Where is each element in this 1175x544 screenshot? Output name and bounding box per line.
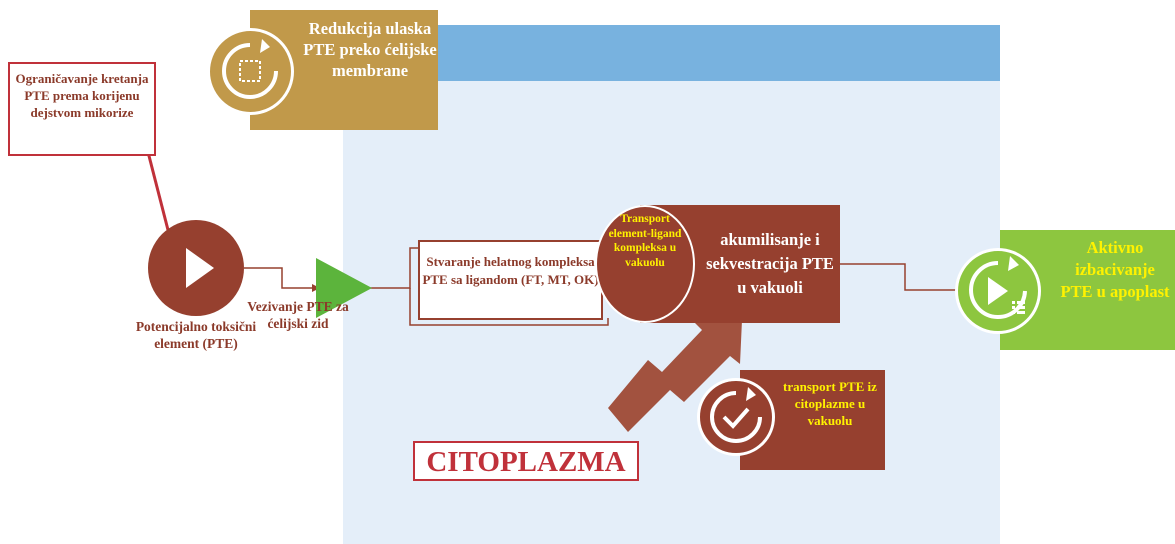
cytoplasm-label: CITOPLAZMA	[426, 446, 626, 478]
accumulation-label: akumilisanje i sekvestracija PTE u vakuo…	[706, 230, 834, 297]
play-icon	[186, 248, 214, 288]
connector-chelate-bracket	[409, 288, 609, 326]
cell-membrane-band	[343, 25, 1000, 81]
vacuole-transport-label: Transport element-ligand kompleksa u vak…	[608, 213, 682, 269]
efflux-label: Aktivno izbacivanje PTE u apoplast	[1060, 238, 1170, 301]
pte-label: Potencijalno toksični element (PTE)	[135, 319, 257, 351]
chelate-box	[418, 240, 603, 320]
cell-wall-binding-label: Vezivanje PTE za ćelijski zid	[247, 299, 349, 331]
efflux-circle	[955, 248, 1041, 334]
zigzag-arrow-icon	[608, 320, 742, 432]
connector-pte-to-wall	[244, 267, 312, 289]
transport-circle	[595, 205, 695, 323]
cycle-check-icon	[710, 387, 762, 443]
connector-wall-to-chelate	[370, 247, 420, 289]
reduction-label: Redukcija ulaska PTE preko ćelijske memb…	[303, 19, 437, 80]
cytoplasm-box	[413, 441, 639, 481]
connector-limit-to-pte	[146, 151, 170, 231]
cycle-dotted-square-icon	[222, 39, 278, 99]
pte-circle	[148, 220, 244, 316]
mycorrhiza-label: Ograničavanje kretanja PTE prema korijen…	[15, 71, 149, 120]
chelate-label: Stvaranje helatnog kompleksa PTE sa liga…	[422, 254, 599, 287]
cytoplasm-transport-label: transport PTE iz citoplazme u vakuolu	[783, 379, 877, 428]
cycle-play-list-icon	[969, 256, 1027, 319]
connector-accum-to-efflux	[840, 263, 958, 291]
triangle-icon	[316, 258, 372, 318]
reduction-circle	[207, 28, 294, 115]
cytoplasm-transport-circle	[697, 378, 775, 456]
mycorrhiza-box	[8, 62, 156, 156]
